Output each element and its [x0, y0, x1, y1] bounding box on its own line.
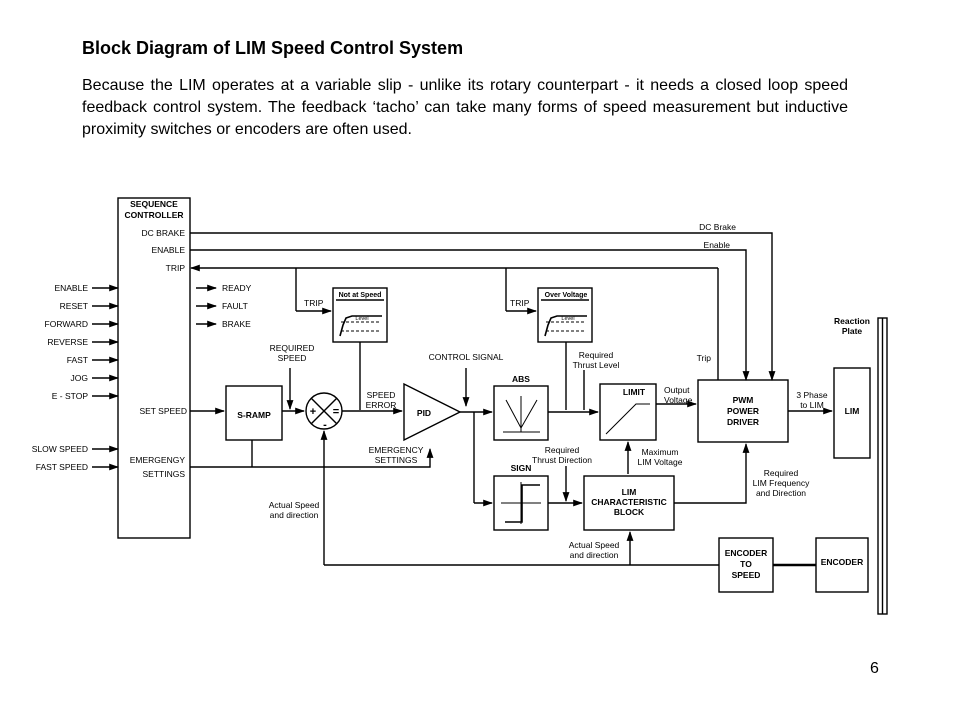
required-thrust-dir-1: Required [545, 445, 580, 455]
input-fast-speed: FAST SPEED [36, 462, 88, 472]
required-lim-freq-2: LIM Frequency [753, 478, 810, 488]
pwm-label-1: PWM [733, 395, 754, 405]
emergency-settings-2: SETTINGS [375, 455, 418, 465]
seq-fault: FAULT [222, 301, 248, 311]
speed-error-2: ERROR [366, 400, 397, 410]
input-fast: FAST [67, 355, 88, 365]
trip-label-1: TRIP [304, 298, 324, 308]
three-phase-1: 3 Phase [796, 390, 827, 400]
emergency-settings-1: EMERGENCY [369, 445, 424, 455]
speed-error-1: SPEED [367, 390, 396, 400]
required-speed-2: SPEED [278, 353, 307, 363]
reaction-plate-1: Reaction [834, 316, 870, 326]
seq-set-speed: SET SPEED [139, 406, 187, 416]
reaction-plate-2: Plate [842, 326, 863, 336]
three-phase-2: to LIM [800, 400, 824, 410]
input-e-stop: E - STOP [52, 391, 89, 401]
junction-equals: = [333, 406, 339, 418]
seq-ready: READY [222, 283, 252, 293]
sequence-controller-block [117, 197, 191, 539]
seq-brake: BRAKE [222, 319, 251, 329]
lim-char-label-2: CHARACTERISTIC [591, 497, 667, 507]
output-voltage-1: Output [664, 385, 690, 395]
trip-label-2: TRIP [510, 298, 530, 308]
actual-speed-bottom-2: and direction [570, 550, 619, 560]
lim-label: LIM [845, 406, 860, 416]
encoder-label: ENCODER [821, 557, 864, 567]
required-thrust-level-2: Thrust Level [573, 360, 620, 370]
seq-emergency-1: EMERGENGY [130, 455, 186, 465]
slide-paragraph: Because the LIM operates at a variable s… [82, 77, 848, 138]
abs-block [493, 385, 549, 441]
input-slow-speed: SLOW SPEED [32, 444, 88, 454]
over-voltage-label: Over Voltage [545, 292, 588, 299]
dc-brake-signal-label: DC Brake [699, 222, 736, 232]
limit-block [599, 383, 657, 441]
pid-label: PID [417, 408, 431, 418]
seq-ctrl-title-1: SEQUENCE [130, 199, 178, 209]
not-at-speed-level: Level [355, 316, 368, 322]
output-voltage-2: Voltage [664, 395, 693, 405]
seq-emergency-2: SETTINGS [142, 469, 185, 479]
over-voltage-monitor [537, 287, 593, 343]
page-number: 6 [870, 660, 879, 677]
actual-speed-left-2: and direction [270, 510, 319, 520]
junction-plus: + [310, 406, 316, 418]
input-enable: ENABLE [54, 283, 88, 293]
actual-speed-left-1: Actual Speed [269, 500, 320, 510]
required-lim-freq-1: Required [764, 468, 799, 478]
sign-label: SIGN [511, 463, 532, 473]
control-signal-label: CONTROL SIGNAL [429, 352, 504, 362]
s-ramp-label: S-RAMP [237, 410, 271, 420]
trip-small-label: Trip [697, 353, 712, 363]
lim-block [833, 367, 871, 459]
enc-to-speed-label-3: SPEED [732, 570, 761, 580]
enable-signal-label: Enable [704, 240, 731, 250]
required-lim-freq-3: and Direction [756, 488, 806, 498]
s-ramp-block [225, 385, 283, 441]
max-lim-voltage-1: Maximum [642, 447, 679, 457]
lim-char-label-1: LIM [622, 487, 637, 497]
input-jog: JOG [71, 373, 88, 383]
junction-minus: - [323, 419, 327, 431]
enc-to-speed-label-2: TO [740, 559, 752, 569]
abs-label: ABS [512, 374, 530, 384]
seq-enable: ENABLE [151, 245, 185, 255]
required-thrust-level-1: Required [579, 350, 614, 360]
required-speed-1: REQUIRED [270, 343, 315, 353]
actual-speed-bottom-1: Actual Speed [569, 540, 620, 550]
seq-ctrl-title-2: CONTROLLER [124, 210, 183, 220]
slide-title: Block Diagram of LIM Speed Control Syste… [82, 38, 464, 58]
pwm-label-3: DRIVER [727, 417, 759, 427]
input-reset: RESET [60, 301, 88, 311]
required-thrust-dir-2: Thrust Direction [532, 455, 592, 465]
seq-dc-brake: DC BRAKE [142, 228, 186, 238]
enc-to-speed-label-1: ENCODER [725, 548, 768, 558]
not-at-speed-label: Not at Speed [339, 292, 382, 299]
input-reverse: REVERSE [47, 337, 88, 347]
pwm-label-2: POWER [727, 406, 759, 416]
pid-block [403, 382, 462, 442]
lim-char-label-3: BLOCK [614, 507, 645, 517]
input-forward: FORWARD [45, 319, 88, 329]
max-lim-voltage-2: LIM Voltage [638, 457, 683, 467]
seq-trip: TRIP [166, 263, 186, 273]
limit-label: LIMIT [623, 387, 646, 397]
over-voltage-level: Level [561, 316, 574, 322]
